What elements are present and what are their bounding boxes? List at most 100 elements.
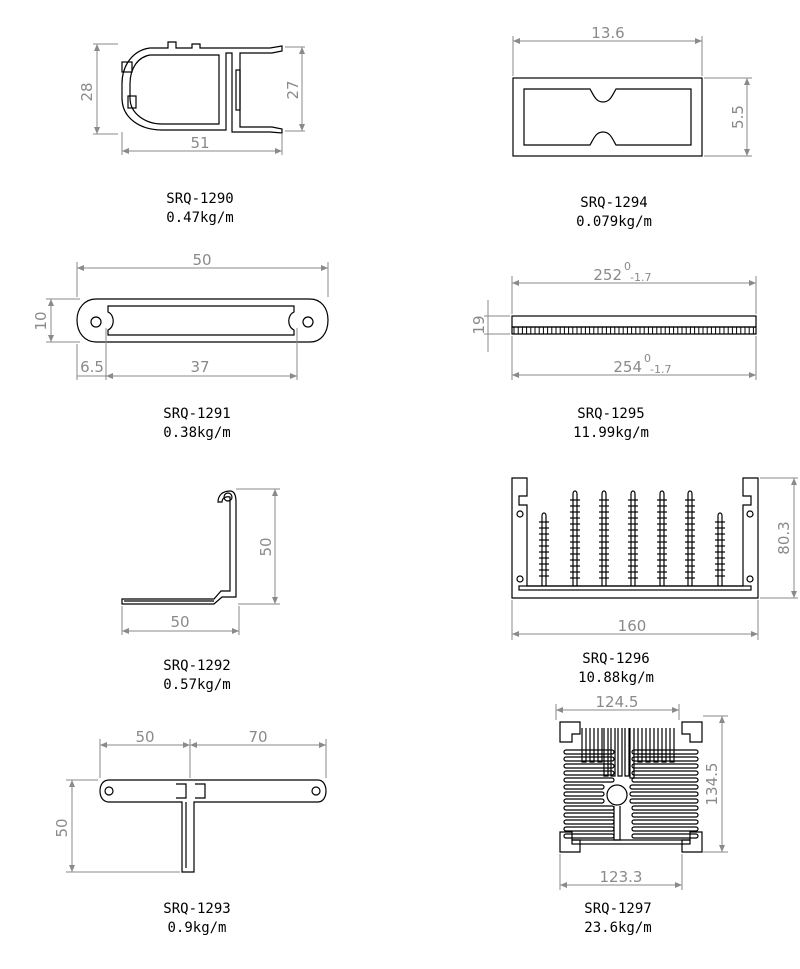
- srq-1295-top-tol-lower: -1.7: [630, 271, 651, 284]
- caption-srq-1296: SRQ-1296 10.88kg/m: [516, 650, 716, 688]
- srq-1295-bottom-tol-lower: -1.7: [650, 363, 671, 376]
- heatsink-fin: [631, 833, 699, 839]
- heatsink-fin: [629, 791, 699, 797]
- heatsink-fin: [631, 749, 699, 755]
- srq-1295-height-label: 19: [470, 315, 488, 334]
- heatsink-fin: [563, 756, 615, 762]
- srq-1296-height-label: 80.3: [775, 521, 793, 554]
- srq-1295-top-tol-upper: 0: [624, 260, 631, 273]
- srq-1296-width-label: 160: [618, 617, 647, 635]
- heatsink-spine: [613, 806, 621, 841]
- heatsink-fin: [563, 763, 615, 769]
- profile-code: SRQ-1290: [166, 191, 234, 207]
- heatsink-fin: [630, 490, 636, 586]
- drawing-srq-1292: 50 50: [121, 488, 280, 635]
- heatsink-fin: [589, 728, 595, 763]
- caption-srq-1293: SRQ-1293 0.9kg/m: [97, 900, 297, 938]
- profile-code: SRQ-1294: [580, 195, 648, 211]
- heatsink-fin: [603, 728, 609, 777]
- heatsink-fin: [669, 728, 675, 763]
- drawing-srq-1295: 252 0 -1.7 19 254 0 -1.7: [470, 260, 757, 380]
- heatsink-fin: [572, 490, 578, 586]
- heatsink-fin: [659, 490, 665, 586]
- heatsink-fin: [717, 512, 723, 586]
- profile-code: SRQ-1296: [582, 651, 650, 667]
- profile-outline-srq-1294: [512, 77, 703, 157]
- profile-weight: 10.88kg/m: [578, 670, 654, 686]
- heatsink-fin: [631, 819, 699, 825]
- heatsink-fin: [687, 490, 693, 586]
- heatsink-fin: [563, 798, 605, 804]
- profile-outline-srq-1292: [121, 490, 237, 605]
- heatsink-base: [571, 839, 691, 845]
- caption-srq-1297: SRQ-1297 23.6kg/m: [518, 900, 718, 938]
- srq-1291-slot-offset-label: 6.5: [80, 358, 104, 376]
- heatsink-fin: [563, 819, 615, 825]
- srq-1291-slot-span-label: 37: [190, 358, 209, 376]
- heatsink-fin: [563, 791, 605, 797]
- heatsink-fin: [563, 805, 615, 811]
- srq-1296-fins: [539, 490, 725, 586]
- srq-1292-height-label: 50: [257, 537, 275, 556]
- srq-1295-bottom-tol-upper: 0: [644, 352, 651, 365]
- heatsink-fin: [631, 812, 699, 818]
- profile-weight: 11.99kg/m: [573, 425, 649, 441]
- srq-1295-bottom-width-label: 254: [613, 358, 642, 376]
- profile-outline-srq-1293: [99, 779, 327, 873]
- profile-weight: 0.9kg/m: [167, 920, 227, 936]
- heatsink-fin: [617, 728, 623, 777]
- heatsink-fin: [631, 805, 699, 811]
- srq-1291-width-label: 50: [192, 251, 211, 269]
- profile-outline-srq-1295: [511, 315, 757, 335]
- drawing-srq-1291: 50 10 6.5 37: [32, 251, 329, 380]
- srq-1290-height-left-label: 28: [78, 82, 96, 101]
- heatsink-fin: [661, 728, 667, 763]
- srq-1295-teeth: [513, 327, 754, 334]
- heatsink-fin: [601, 490, 607, 586]
- heatsink-fin: [610, 728, 616, 777]
- srq-1294-height-label: 5.5: [729, 105, 747, 129]
- caption-srq-1291: SRQ-1291 0.38kg/m: [97, 405, 297, 443]
- heatsink-fin: [563, 749, 615, 755]
- caption-srq-1294: SRQ-1294 0.079kg/m: [514, 194, 714, 232]
- heatsink-fin: [624, 728, 630, 777]
- srq-1293-width-right-label: 70: [248, 728, 267, 746]
- caption-srq-1290: SRQ-1290 0.47kg/m: [100, 190, 300, 228]
- profile-weight: 23.6kg/m: [584, 920, 652, 936]
- heatsink-fin: [631, 763, 699, 769]
- srq-1293-width-left-label: 50: [135, 728, 154, 746]
- profile-code: SRQ-1292: [163, 658, 231, 674]
- profile-weight: 0.47kg/m: [166, 210, 234, 226]
- srq-1297-height-label: 134.5: [703, 763, 721, 806]
- srq-1295-top-width-label: 252: [593, 266, 622, 284]
- profile-code: SRQ-1297: [584, 901, 652, 917]
- heatsink-fin: [629, 728, 635, 779]
- heatsink-fin: [563, 784, 605, 790]
- profile-outline-srq-1291: [76, 298, 329, 343]
- heatsink-fin: [637, 728, 643, 763]
- heatsink-fin: [631, 777, 699, 783]
- heatsink-fin: [597, 728, 603, 763]
- srq-1294-width-label: 13.6: [591, 24, 624, 42]
- profile-weight: 0.38kg/m: [163, 425, 231, 441]
- profile-code: SRQ-1291: [163, 406, 231, 422]
- profile-outline-srq-1290: [121, 41, 283, 134]
- srq-1297-fins: [563, 728, 699, 845]
- heatsink-fin: [631, 756, 699, 762]
- profile-weight: 0.079kg/m: [576, 214, 652, 230]
- heatsink-fin: [631, 826, 699, 832]
- drawing-srq-1294: 13.6 5.5: [512, 24, 752, 157]
- profile-outline-srq-1297: [559, 721, 703, 853]
- profile-weight: 0.57kg/m: [163, 677, 231, 693]
- drawing-srq-1293: 50 70 50: [53, 728, 327, 873]
- profile-code: SRQ-1295: [577, 406, 645, 422]
- drawing-srq-1296: 80.3 160: [511, 477, 798, 640]
- drawing-srq-1290: 28 27 51: [78, 41, 305, 155]
- heatsink-fin: [629, 784, 699, 790]
- srq-1297-top-width-label: 124.5: [596, 693, 639, 711]
- heatsink-fin: [645, 728, 651, 763]
- srq-1291-height-label: 10: [32, 311, 50, 330]
- srq-1290-height-right-label: 27: [284, 80, 302, 99]
